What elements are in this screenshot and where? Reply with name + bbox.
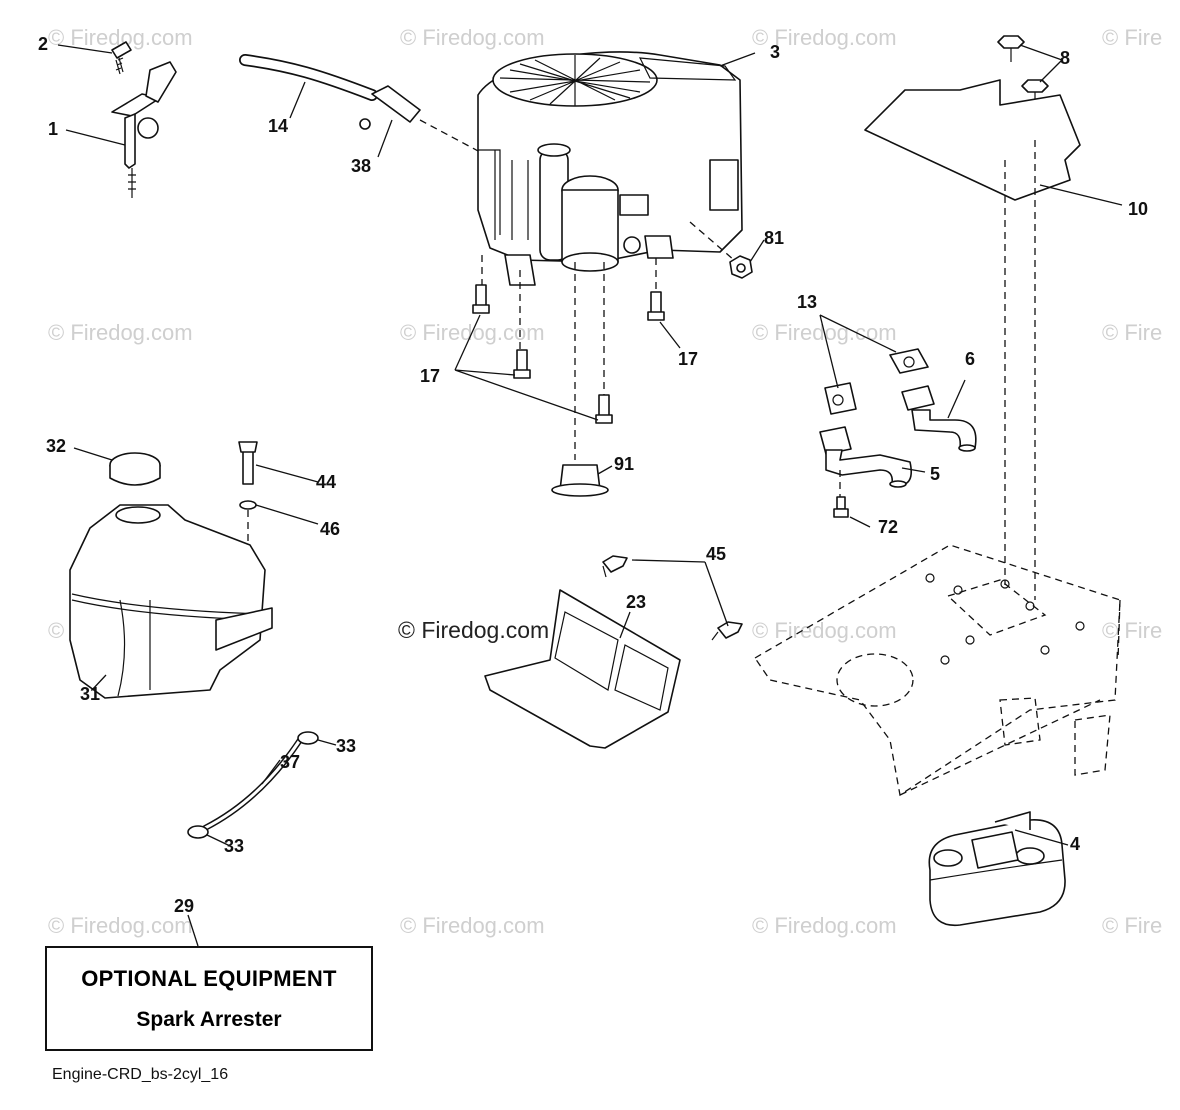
- watermark-partial: © Fire: [1102, 913, 1162, 938]
- throttle-control-part: [111, 41, 177, 198]
- callout-33-top: 33: [336, 736, 356, 756]
- callout-13: 13: [797, 292, 817, 312]
- fuel-hose-part: [187, 731, 319, 839]
- bushing-part: [551, 464, 609, 497]
- callout-2: 2: [38, 34, 48, 54]
- watermark-partial: © Fire: [1102, 25, 1162, 50]
- leader-lines: [57, 44, 1123, 947]
- watermark: © Firedog.com: [752, 913, 897, 938]
- muffler-part: [928, 811, 1066, 927]
- callout-17-right: 17: [678, 349, 698, 369]
- fuel-line-part: [239, 54, 481, 153]
- callout-46: 46: [320, 519, 340, 539]
- callout-4: 4: [1070, 834, 1080, 854]
- callout-31: 31: [80, 684, 100, 704]
- watermark: © Firedog.com: [400, 913, 545, 938]
- optional-equipment-item: Spark Arrester: [136, 1008, 282, 1031]
- shield-plate-part: [484, 555, 743, 749]
- watermark: © Firedog.com: [48, 320, 193, 345]
- optional-equipment-box: OPTIONAL EQUIPMENT Spark Arrester: [45, 946, 373, 1051]
- callout-6: 6: [965, 349, 975, 369]
- callout-8: 8: [1060, 48, 1070, 68]
- watermark-center: © Firedog.com: [398, 617, 549, 643]
- engine-part: [477, 51, 743, 460]
- watermark: © Firedog.com: [752, 618, 897, 643]
- optional-equipment-title: OPTIONAL EQUIPMENT: [81, 966, 337, 991]
- callout-29: 29: [174, 896, 194, 916]
- watermark-partial: © Fire: [1102, 618, 1162, 643]
- callout-37: 37: [280, 752, 300, 772]
- callout-labels: 2 1 3 14 38 8 10 13 6 5 72 17 17 81 91 3…: [38, 34, 1148, 916]
- callout-91: 91: [614, 454, 634, 474]
- callout-38: 38: [351, 156, 371, 176]
- callout-44: 44: [316, 472, 336, 492]
- callout-5: 5: [930, 464, 940, 484]
- callout-32: 32: [46, 436, 66, 456]
- callout-45: 45: [706, 544, 726, 564]
- exhaust-pipes-part: [819, 348, 977, 518]
- chassis-part: [754, 544, 1121, 797]
- callout-3: 3: [770, 42, 780, 62]
- watermark: © Firedog.com: [48, 913, 193, 938]
- engine-bolts-part: [472, 284, 665, 424]
- diagram-caption: Engine-CRD_bs-2cyl_16: [52, 1066, 229, 1083]
- heat-shield-part: [864, 35, 1081, 600]
- callout-14: 14: [268, 116, 288, 136]
- callout-17-left: 17: [420, 366, 440, 386]
- watermark: © Firedog.com: [400, 25, 545, 50]
- callout-81: 81: [764, 228, 784, 248]
- fuel-tank-part: [69, 441, 273, 699]
- nut-part: [729, 255, 753, 279]
- callout-23: 23: [626, 592, 646, 612]
- watermark: © Firedog.com: [752, 25, 897, 50]
- callout-1: 1: [48, 119, 58, 139]
- callout-72: 72: [878, 517, 898, 537]
- callout-10: 10: [1128, 199, 1148, 219]
- watermark-partial: © Fire: [1102, 320, 1162, 345]
- callout-33-bottom: 33: [224, 836, 244, 856]
